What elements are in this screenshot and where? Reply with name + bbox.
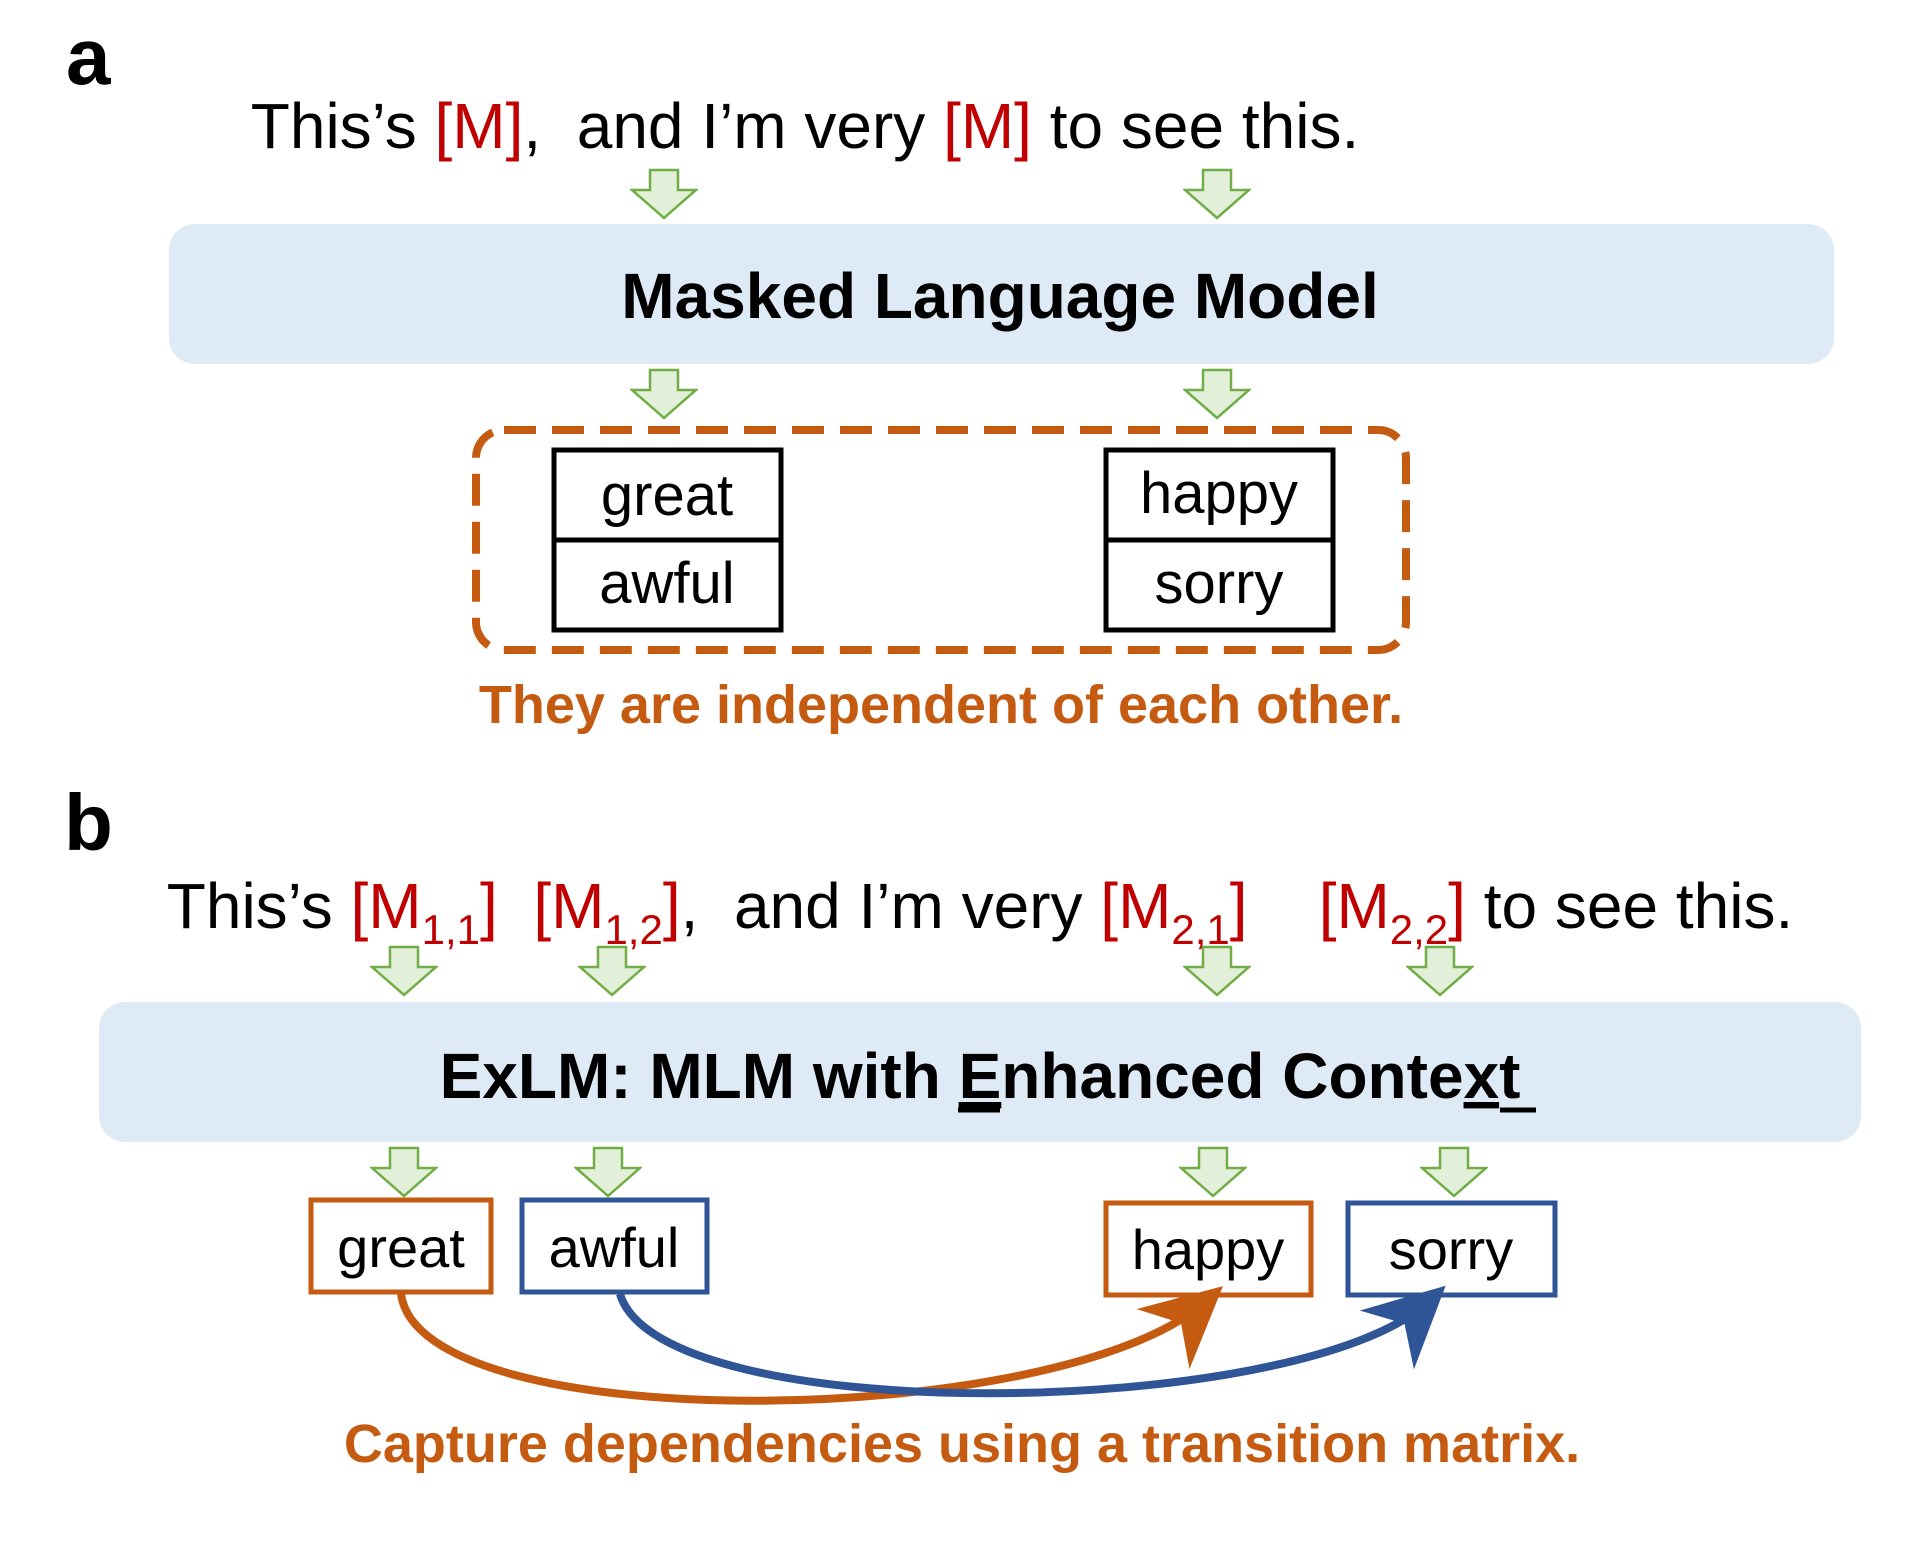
panel-a-label: a <box>66 12 111 101</box>
model-title-b: ExLM: MLM with Enhanced Context <box>440 1040 1521 1112</box>
down-arrow-icon <box>1406 945 1474 997</box>
independence-note: They are independent of each other. <box>479 675 1403 735</box>
down-arrow-icon <box>574 1146 642 1198</box>
token-box-awful <box>519 1197 710 1295</box>
mask-token-a1: [M] <box>435 90 524 162</box>
candidate-box-great <box>551 447 784 543</box>
model-title-a: Masked Language Model <box>621 260 1378 332</box>
token-sorry: sorry <box>1389 1218 1513 1281</box>
panel-a-sentence: This’s [M], and I’m very [M] to see this… <box>251 90 1359 162</box>
panel-b-label: b <box>64 778 113 867</box>
sentence-b-part1: This’s <box>167 870 351 942</box>
candidate-sorry: sorry <box>1155 551 1284 616</box>
candidate-box-awful <box>551 537 784 633</box>
independence-group-box <box>472 426 1410 654</box>
token-awful: awful <box>549 1216 680 1279</box>
model-box-b <box>99 1002 1861 1142</box>
mask-token-a2: [M] <box>943 90 1032 162</box>
mask-token-b11: [M1,1] <box>351 870 498 953</box>
sentence-a-part3: to see this. <box>1032 90 1359 162</box>
down-arrow-icon <box>630 168 698 220</box>
panel-b-sentence: This’s [M1,1] [M1,2], and I’m very [M2,1… <box>167 870 1793 953</box>
token-happy: happy <box>1132 1218 1285 1281</box>
transition-arrow-awful-to-sorry <box>616 1285 1446 1398</box>
down-arrow-icon <box>370 1146 438 1198</box>
mask-token-b22: [M2,2] <box>1319 870 1466 953</box>
down-arrow-icon <box>370 945 438 997</box>
down-arrow-icon <box>578 945 646 997</box>
model-box-a <box>169 224 1834 364</box>
sentence-b-part2: , and I’m very <box>681 870 1101 942</box>
sentence-a-part1: This’s <box>251 90 435 162</box>
down-arrow-icon <box>630 368 698 420</box>
candidate-awful: awful <box>599 551 734 616</box>
token-box-great <box>308 1197 494 1295</box>
token-box-sorry <box>1345 1200 1558 1298</box>
candidate-happy: happy <box>1140 461 1298 526</box>
sentence-b-part3: to see this. <box>1466 870 1793 942</box>
down-arrow-icon <box>1420 1146 1488 1198</box>
mask-token-b21: [M2,1] <box>1100 870 1247 953</box>
down-arrow-icon <box>1183 168 1251 220</box>
token-great: great <box>337 1216 465 1279</box>
mask-token-b12: [M1,2] <box>533 870 680 953</box>
down-arrow-icon <box>1183 368 1251 420</box>
dependency-note: Capture dependencies using a transition … <box>344 1414 1580 1474</box>
candidate-box-sorry <box>1103 537 1336 633</box>
sentence-a-part2: , and I’m very <box>523 90 943 162</box>
transition-arrow-great-to-happy <box>397 1286 1224 1405</box>
down-arrow-icon <box>1183 945 1251 997</box>
down-arrow-icon <box>1179 1146 1247 1198</box>
candidate-box-happy <box>1103 447 1336 543</box>
candidate-great: great <box>601 463 733 528</box>
